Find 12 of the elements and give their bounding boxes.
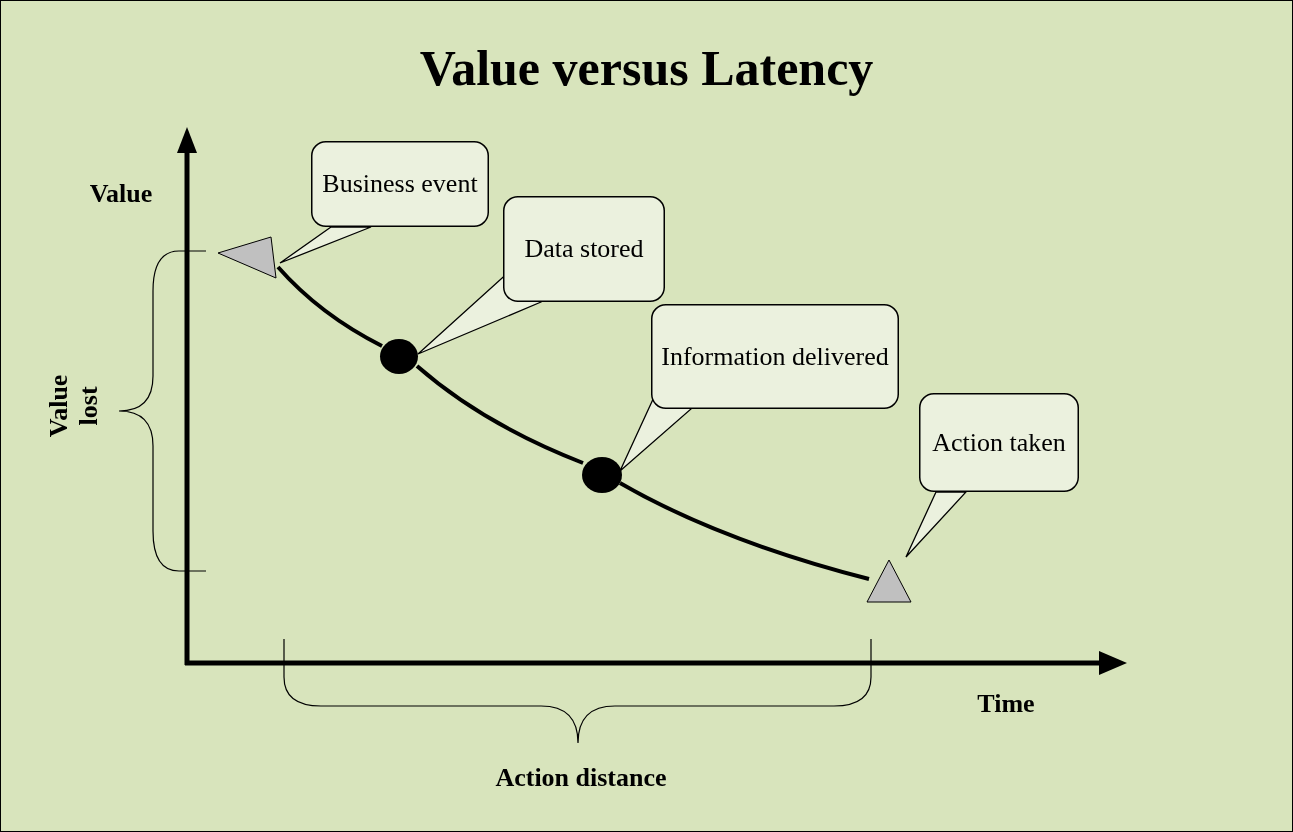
curve-line: [415, 364, 584, 465]
curve-line: [619, 481, 870, 581]
curve-line: [276, 265, 383, 348]
bracket-label: Action distance: [494, 763, 668, 793]
axis-label: Value: [88, 179, 154, 209]
dot-marker: [581, 456, 623, 494]
axis-label: Time: [976, 689, 1036, 719]
chart-title: Value versus Latency: [418, 39, 875, 97]
dot-marker: [379, 338, 419, 375]
triangle-marker: [216, 234, 278, 280]
bracket-label: Value lost: [44, 373, 104, 440]
triangle-marker: [865, 558, 913, 604]
